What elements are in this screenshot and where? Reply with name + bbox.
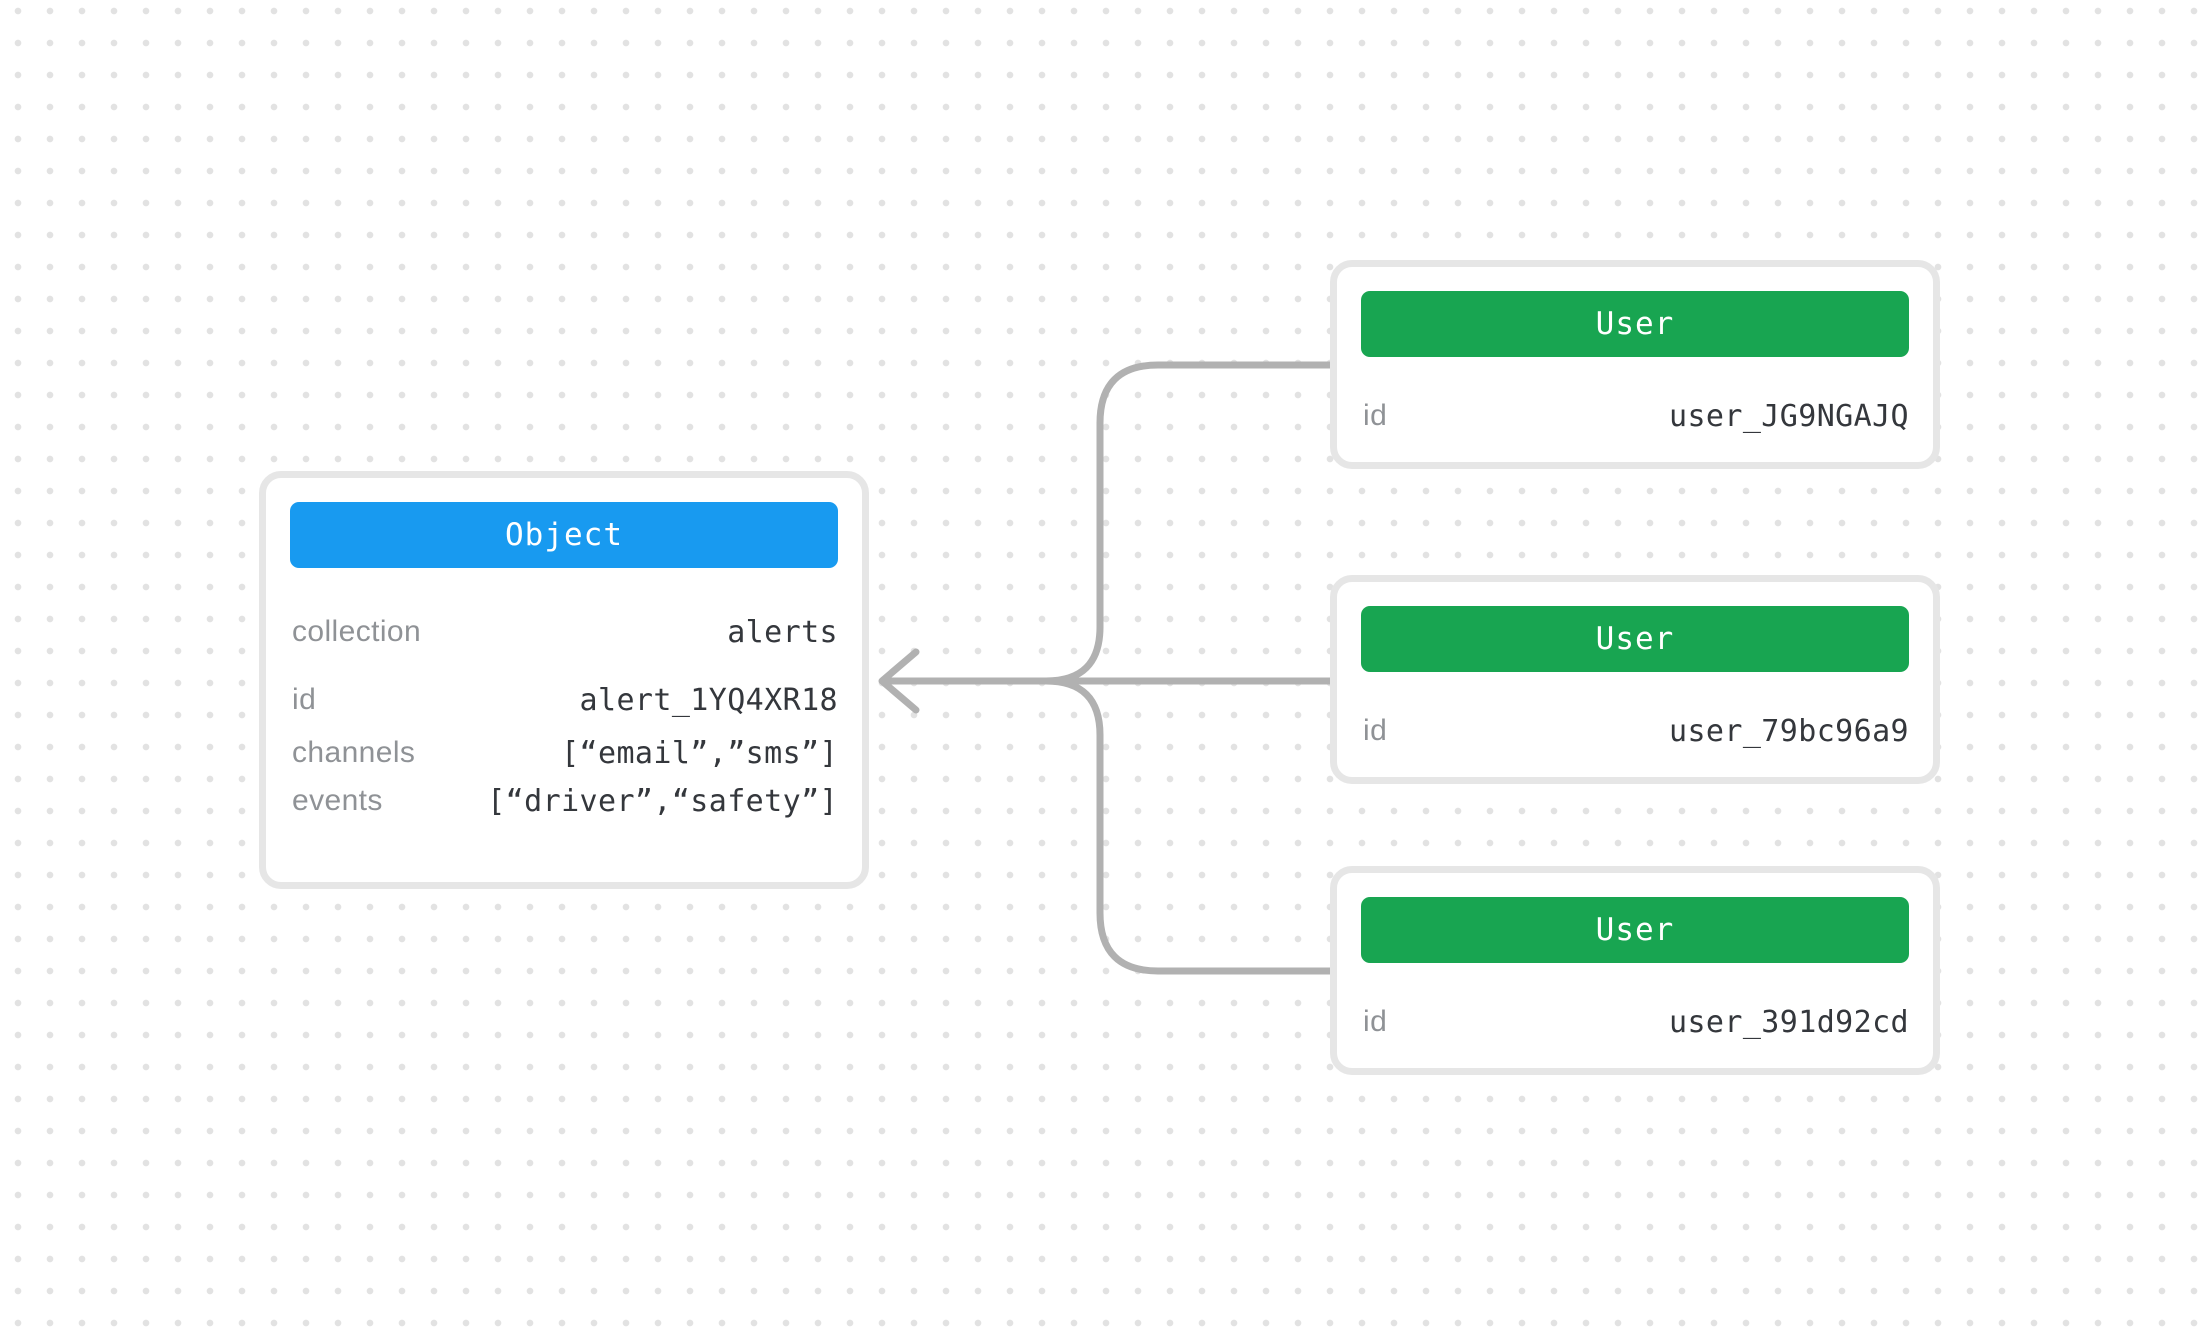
object-node-header: Object (290, 502, 838, 568)
field-row-channels: channels [“email”,”sms”] (292, 733, 838, 773)
user-node-1[interactable]: User id user_JG9NGAJQ (1330, 260, 1940, 469)
arrowhead-icon (878, 648, 920, 714)
field-value: alert_1YQ4XR18 (579, 682, 838, 718)
field-row-id: id user_JG9NGAJQ (1363, 396, 1909, 436)
field-label: id (1363, 714, 1388, 747)
field-label: collection (292, 615, 422, 648)
connector-user1-to-object (1042, 361, 1334, 685)
field-row-id: id user_79bc96a9 (1363, 711, 1909, 751)
field-value: user_79bc96a9 (1669, 713, 1909, 749)
user-node-title: User (1595, 621, 1675, 657)
field-row-id: id user_391d92cd (1363, 1002, 1909, 1042)
field-value: alerts (727, 614, 838, 650)
user-node-title: User (1595, 306, 1675, 342)
field-value: [“driver”,“safety”] (487, 783, 838, 819)
field-row-events: events [“driver”,“safety”] (292, 781, 838, 821)
field-label: events (292, 784, 383, 817)
user-node-title: User (1595, 912, 1675, 948)
user-node-header: User (1361, 606, 1909, 672)
field-label: id (1363, 399, 1388, 432)
field-value: user_391d92cd (1669, 1004, 1909, 1040)
object-node-title: Object (505, 517, 623, 553)
field-row-id: id alert_1YQ4XR18 (292, 680, 838, 720)
field-row-collection: collection alerts (292, 612, 838, 652)
field-value: user_JG9NGAJQ (1669, 398, 1909, 434)
connector-user3-to-object (1042, 677, 1334, 975)
user-node-2[interactable]: User id user_79bc96a9 (1330, 575, 1940, 784)
object-node[interactable]: Object collection alerts id alert_1YQ4XR… (259, 471, 869, 889)
field-label: id (292, 683, 317, 716)
user-node-header: User (1361, 291, 1909, 357)
field-label: channels (292, 736, 416, 769)
user-node-3[interactable]: User id user_391d92cd (1330, 866, 1940, 1075)
field-value: [“email”,”sms”] (561, 735, 838, 771)
user-node-header: User (1361, 897, 1909, 963)
field-label: id (1363, 1005, 1388, 1038)
